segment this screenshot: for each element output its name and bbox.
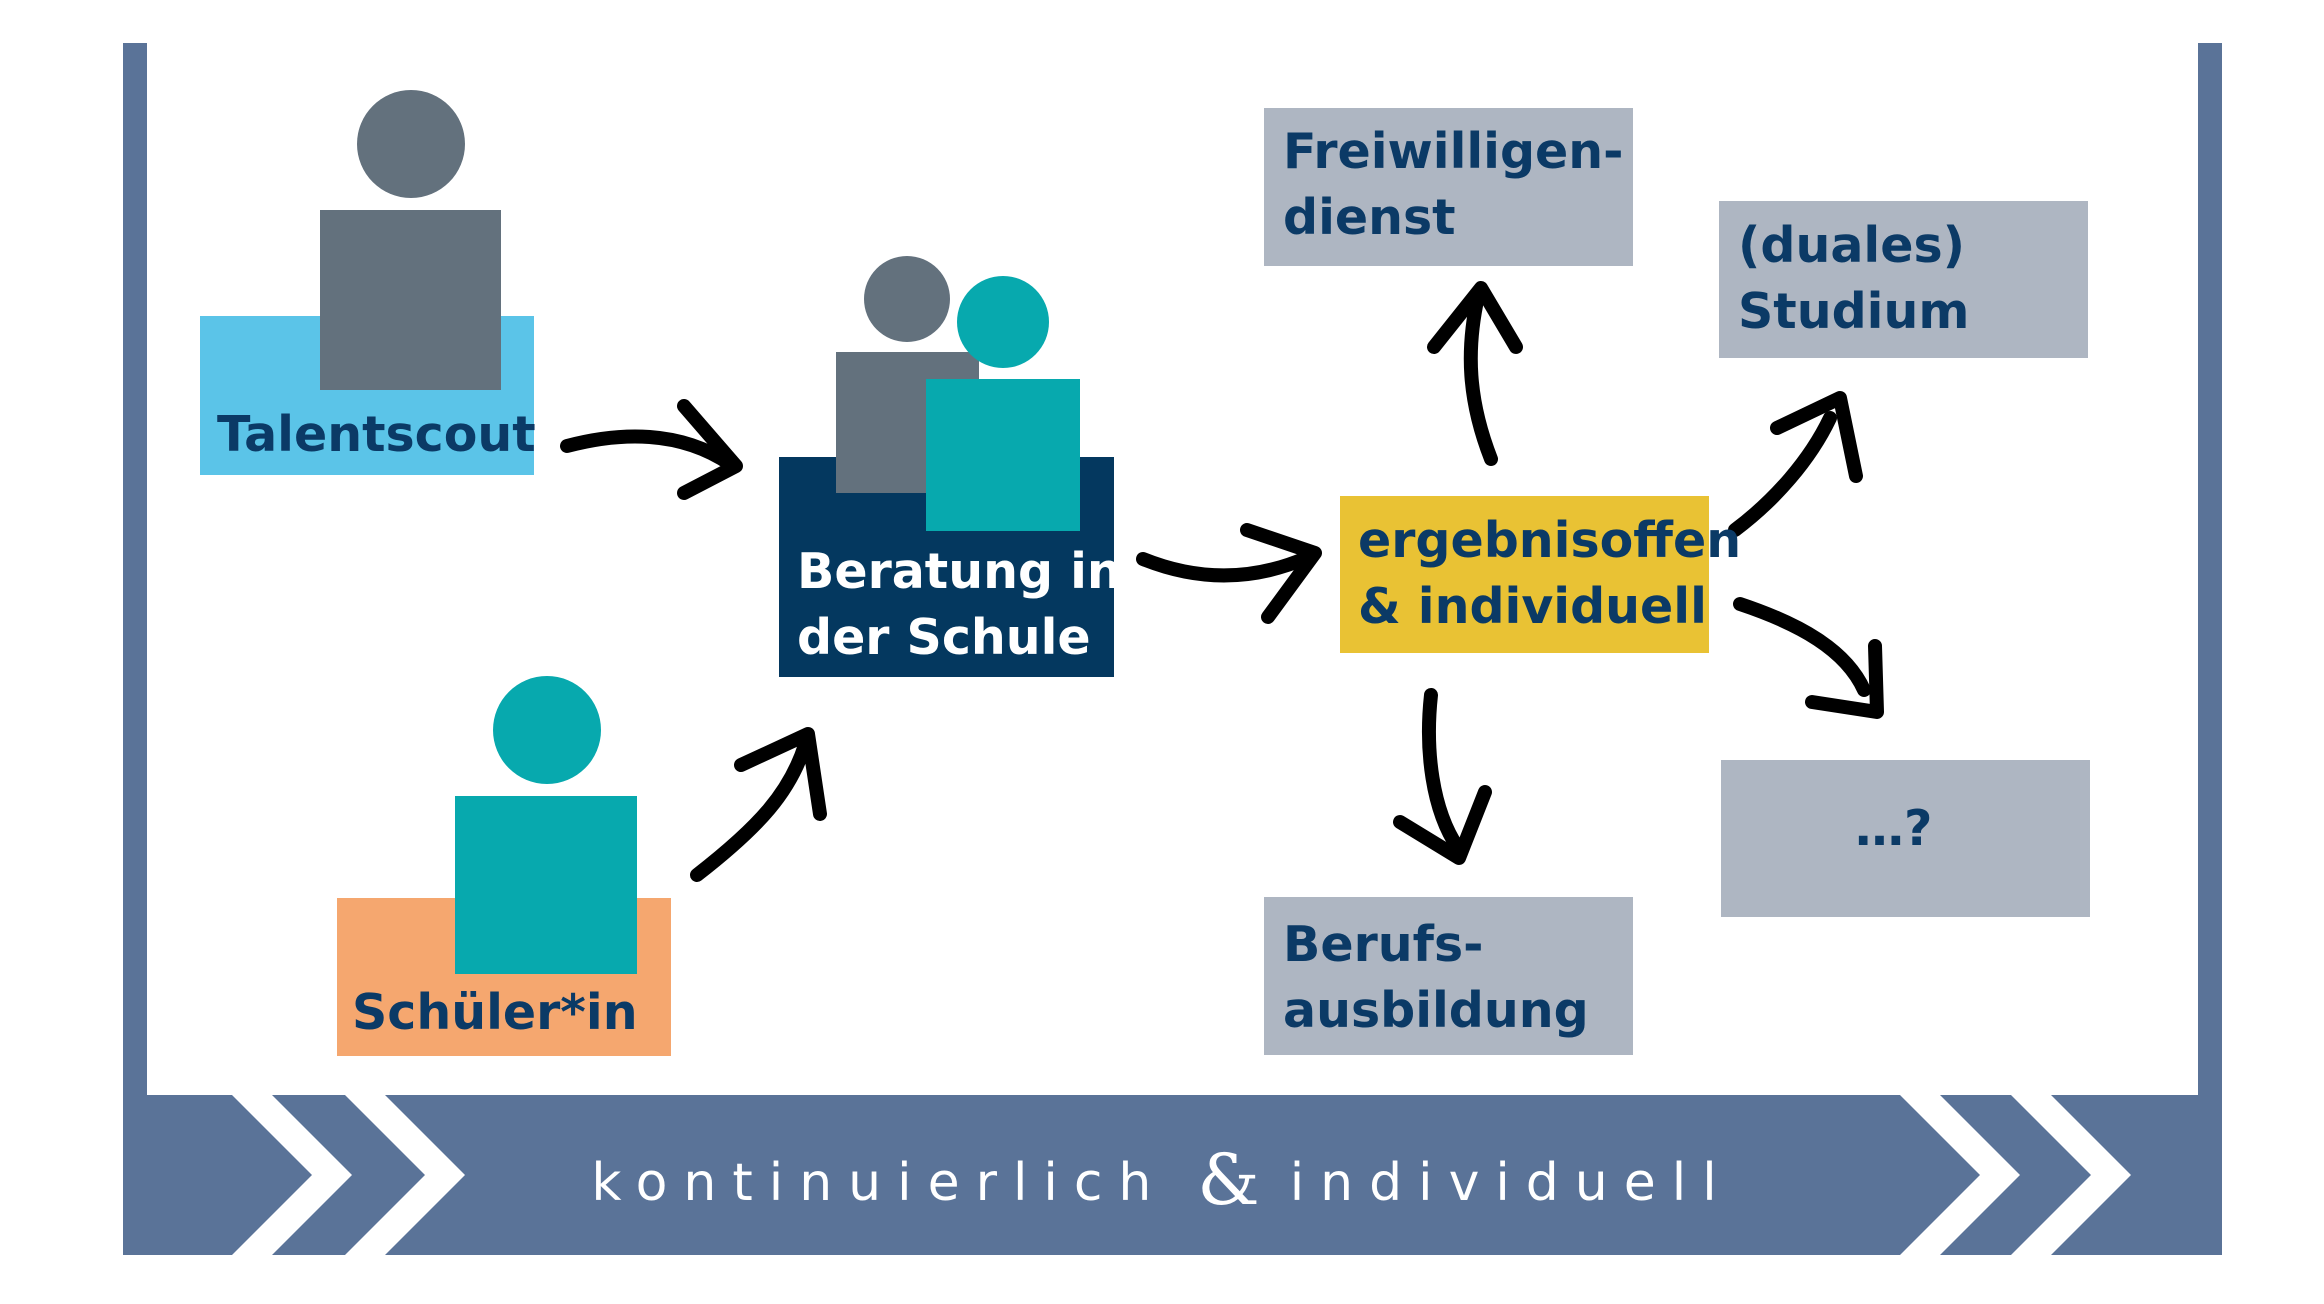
chevron-left-1-icon xyxy=(232,1095,352,1255)
talentscout-person-head xyxy=(357,90,465,198)
other-box xyxy=(1721,760,2090,917)
banner-text-left: kontinuierlich xyxy=(591,1153,1168,1213)
schueler-group xyxy=(337,676,671,1056)
freiwilligendienst-label: Freiwilligen- dienst xyxy=(1283,123,1624,246)
schueler-label: Schüler*in xyxy=(352,984,638,1041)
beratung-group xyxy=(779,256,1114,677)
arrow-beratung-to-result xyxy=(1136,523,1322,624)
arrow-result-to-studium xyxy=(1728,391,1863,537)
chevron-left-2-icon xyxy=(345,1095,465,1255)
chevron-right-2-icon xyxy=(2011,1095,2131,1255)
other-label: …? xyxy=(1855,800,1933,857)
beratung-label: Beratung in der Schule xyxy=(797,543,1122,666)
talentscout-group xyxy=(200,90,534,475)
result-box xyxy=(1340,496,1709,653)
frame xyxy=(123,43,2222,1098)
frame-left-bar xyxy=(123,43,147,1098)
banner-ampersand: & xyxy=(1197,1139,1260,1221)
schueler-person-body xyxy=(455,796,637,974)
result-label: ergebnisoffen & individuell xyxy=(1358,512,1742,635)
studium-label: (duales) Studium xyxy=(1738,217,1970,340)
berufsausbildung-label: Berufs- ausbildung xyxy=(1283,916,1589,1039)
arrow-schueler-to-beratung xyxy=(690,727,827,882)
banner xyxy=(123,1095,2222,1255)
talentscout-label: Talentscout xyxy=(217,406,536,463)
schueler-person-head xyxy=(493,676,601,784)
chevron-right-1-icon xyxy=(1900,1095,2020,1255)
arrow-result-to-freiwilligendienst xyxy=(1427,281,1523,466)
frame-right-bar xyxy=(2198,43,2222,1098)
arrow-result-to-berufsausbildung xyxy=(1393,688,1492,865)
arrow-result-to-other xyxy=(1733,597,1884,719)
beratung-person-teal-head xyxy=(957,276,1049,368)
banner-text-right: individuell xyxy=(1289,1153,1733,1213)
freiwilligendienst-box xyxy=(1264,108,1633,266)
studium-box xyxy=(1719,201,2088,358)
beratung-person-gray-head xyxy=(864,256,950,342)
banner-caption: kontinuierlich&individuell xyxy=(0,1145,2324,1218)
talentscout-person-body xyxy=(320,210,501,390)
banner-bar xyxy=(123,1095,2222,1255)
beratung-person-teal-body xyxy=(926,379,1080,531)
arrow-talentscout-to-beratung xyxy=(560,399,743,500)
berufsausbildung-box xyxy=(1264,897,1633,1055)
